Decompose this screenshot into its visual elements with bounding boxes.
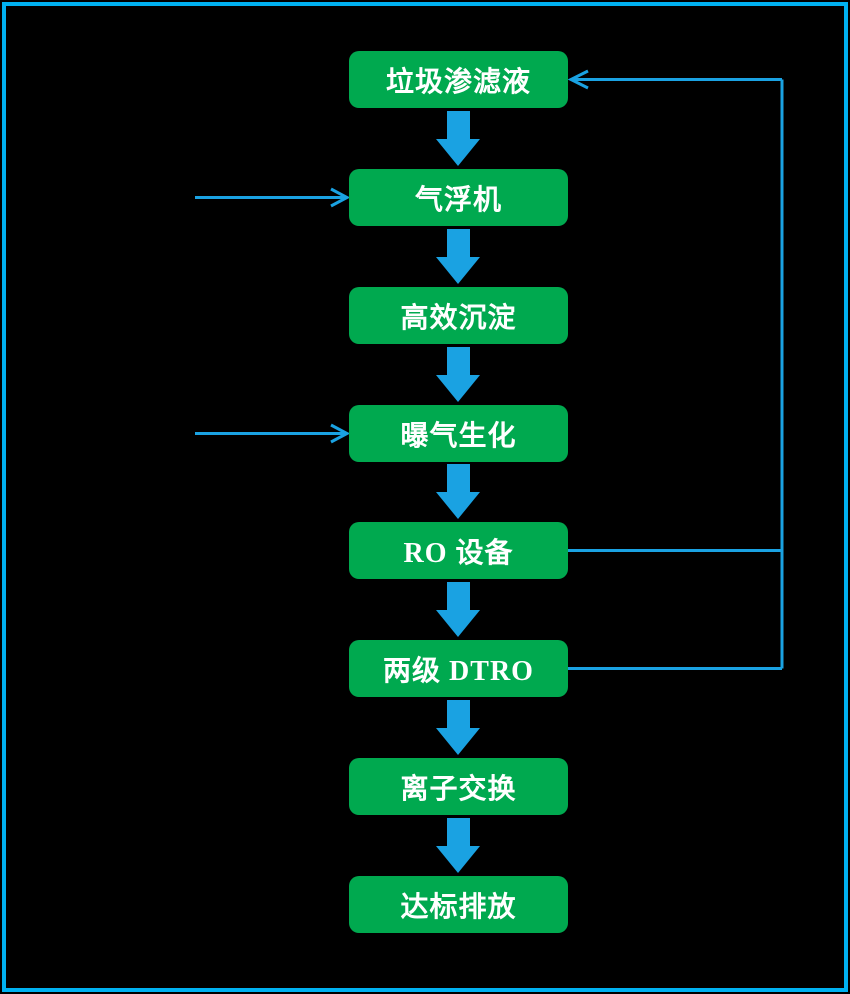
- down-arrow-icon: [436, 229, 481, 284]
- box-label: 垃圾渗滤液: [385, 66, 531, 98]
- process-box-ro-unit: RO 设备: [349, 522, 568, 579]
- process-box-discharge: 达标排放: [349, 876, 568, 933]
- input-arrow-air-flotation: [195, 187, 351, 208]
- box-label: 离子交换: [400, 773, 517, 805]
- down-arrow-head: [436, 728, 480, 755]
- down-arrow-head: [436, 139, 480, 166]
- down-arrow-shaft: [447, 818, 470, 846]
- down-arrow-head: [436, 610, 480, 637]
- process-box-dtro: 两级 DTRO: [349, 640, 568, 697]
- arrowhead-right-icon: [330, 423, 351, 444]
- feedback-loop: [567, 69, 784, 670]
- down-arrow-shaft: [447, 464, 470, 492]
- down-arrow-shaft: [447, 700, 470, 728]
- process-box-aeration-bio: 曝气生化: [349, 405, 568, 462]
- down-arrow-head: [436, 492, 480, 519]
- down-arrow-shaft: [447, 229, 470, 257]
- process-box-ion-exchange: 离子交换: [349, 758, 568, 815]
- down-arrow-head: [436, 846, 480, 873]
- down-arrow-icon: [436, 582, 481, 637]
- down-arrow-head: [436, 257, 480, 284]
- down-arrow-icon: [436, 464, 481, 519]
- process-box-leachate: 垃圾渗滤液: [349, 51, 568, 108]
- down-arrow-icon: [436, 700, 481, 755]
- down-arrow-icon: [436, 111, 481, 166]
- arrowhead-right-icon: [330, 187, 351, 208]
- box-label: 高效沉淀: [400, 302, 517, 334]
- arrowhead-left-icon: [567, 69, 589, 90]
- box-label: RO 设备: [403, 537, 514, 569]
- down-arrow-shaft: [447, 111, 470, 139]
- down-arrow-icon: [436, 347, 481, 402]
- down-arrow-head: [436, 375, 480, 402]
- box-label: 两级 DTRO: [383, 655, 534, 687]
- down-arrow-shaft: [447, 347, 470, 375]
- box-label: 达标排放: [400, 891, 517, 923]
- process-box-sedimentation: 高效沉淀: [349, 287, 568, 344]
- process-box-air-flotation: 气浮机: [349, 169, 568, 226]
- down-arrow-shaft: [447, 582, 470, 610]
- box-label: 曝气生化: [400, 420, 517, 452]
- input-arrow-aeration-bio: [195, 423, 351, 444]
- down-arrow-icon: [436, 818, 481, 873]
- box-label: 气浮机: [414, 184, 502, 216]
